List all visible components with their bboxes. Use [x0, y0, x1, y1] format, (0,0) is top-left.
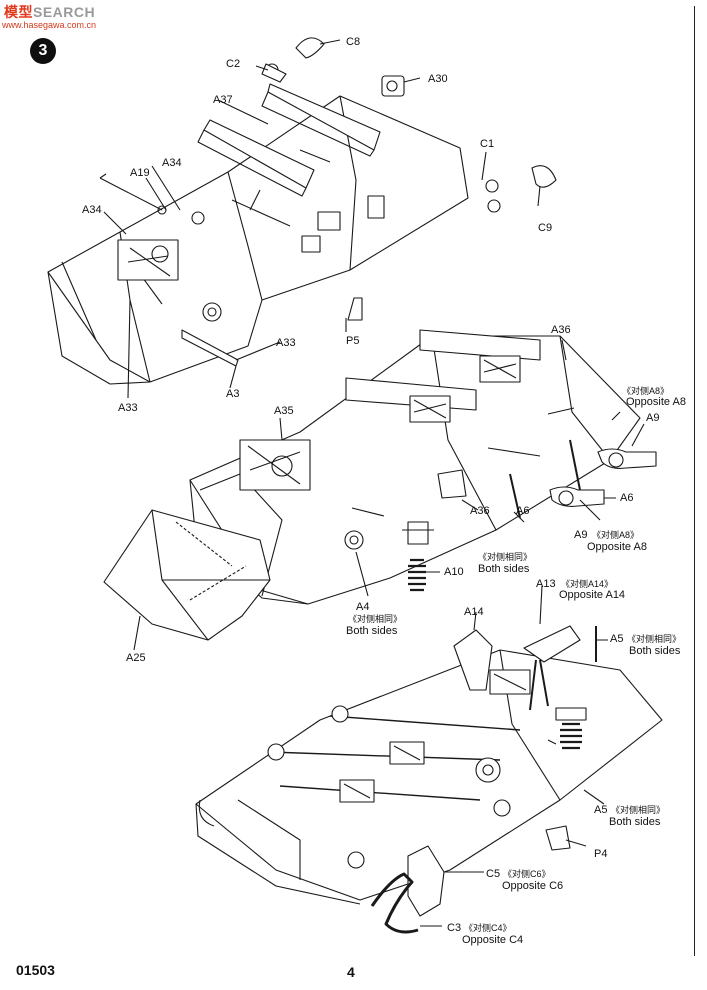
label-a5-top: A5	[610, 633, 624, 645]
chassis-stage-3	[195, 585, 663, 934]
label-a34-left: A34	[82, 204, 102, 216]
label-a19: A19	[130, 167, 150, 179]
label-a36-bottom: A36	[470, 505, 490, 517]
label-p5: P5	[346, 335, 360, 347]
label-c5: C5	[486, 868, 501, 880]
hull-stage-1	[47, 37, 557, 399]
page-border	[24, 6, 695, 956]
label-both-sides-cn-1: 《对侧相同》	[478, 552, 533, 562]
label-opposite-a8-cn: 《对侧A8》	[622, 386, 670, 396]
label-opposite-a8-en: Opposite A8	[626, 396, 686, 408]
label-a33-left: A33	[118, 402, 138, 414]
label-a9-right: A9	[646, 412, 660, 424]
label-both-sides-en-2: Both sides	[346, 625, 398, 637]
label-opposite-a8b-en: Opposite A8	[587, 541, 647, 553]
label-both-sides-cn-2: 《对侧相同》	[348, 614, 403, 624]
watermark-logo: 模型SEARCH	[4, 2, 95, 22]
label-c1: C1	[480, 138, 495, 150]
label-a34-top: A34	[162, 157, 182, 169]
step-number-badge: 3	[30, 38, 56, 64]
label-both-sides-cn-4: 《对侧相同》	[611, 805, 666, 815]
label-opposite-c6-en: Opposite C6	[502, 880, 564, 892]
label-a4: A4	[356, 601, 370, 613]
label-both-sides-cn-3: 《对侧相同》	[627, 634, 682, 644]
hull-stage-2	[103, 329, 657, 651]
label-opposite-c4-cn: 《对侧C4》	[464, 923, 512, 933]
label-a30: A30	[428, 73, 448, 85]
label-opposite-a14-en: Opposite A14	[559, 589, 626, 601]
label-a36-top: A36	[551, 324, 571, 336]
label-a5-bottom: A5	[594, 804, 608, 816]
label-opposite-a8b-cn: 《对侧A8》	[592, 530, 640, 540]
label-a10: A10	[444, 566, 464, 578]
watermark-brand-a: 模型	[4, 4, 33, 20]
label-p4: P4	[594, 848, 608, 860]
label-opposite-c4-en: Opposite C4	[462, 934, 524, 946]
label-a6-bottom: A6	[516, 505, 530, 517]
label-a25: A25	[126, 652, 146, 664]
label-c8: C8	[346, 36, 361, 48]
label-c9: C9	[538, 222, 553, 234]
watermark-brand-b: SEARCH	[33, 4, 96, 20]
label-a9-bottom: A9	[574, 529, 588, 541]
page-number: 4	[347, 964, 355, 980]
label-opposite-c6-cn: 《对侧C6》	[503, 869, 551, 879]
label-a14: A14	[464, 606, 484, 618]
label-a37: A37	[213, 94, 233, 106]
label-both-sides-en-4: Both sides	[609, 816, 661, 828]
product-code: 01503	[16, 962, 55, 978]
watermark-url: www.hasegawa.com.cn	[2, 20, 97, 30]
label-a35: A35	[274, 405, 294, 417]
label-a13: A13	[536, 578, 556, 590]
label-both-sides-en-3: Both sides	[629, 645, 681, 657]
label-c2: C2	[226, 58, 241, 70]
label-opposite-a14-cn: 《对侧A14》	[561, 579, 614, 589]
label-c3: C3	[447, 922, 462, 934]
label-a33-right: A33	[276, 337, 296, 349]
label-a3: A3	[226, 388, 240, 400]
label-both-sides-en-1: Both sides	[478, 563, 530, 575]
label-a6-right: A6	[620, 492, 634, 504]
